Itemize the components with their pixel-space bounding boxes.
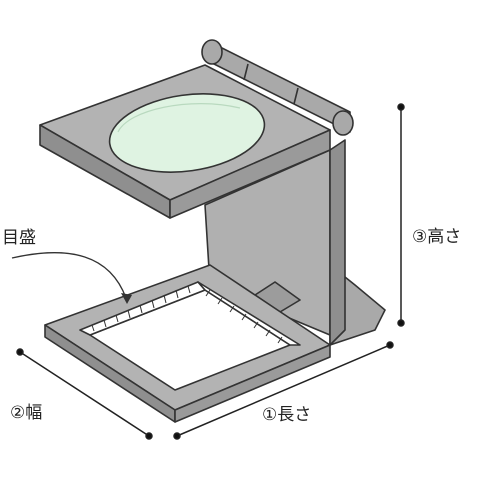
lens xyxy=(108,93,266,173)
scale-pointer-line xyxy=(11,252,127,299)
height-dimension xyxy=(397,103,405,327)
width-label: ②幅 xyxy=(10,403,42,423)
scale-pointer-arrowhead xyxy=(121,293,132,304)
width-dimension xyxy=(16,348,153,440)
hinge-end-right xyxy=(332,110,354,136)
scale-strip-right xyxy=(197,281,301,346)
base-frame-front-right xyxy=(174,344,331,423)
lens-highlight xyxy=(117,102,241,133)
support-plate-edge xyxy=(329,139,346,346)
scale-ticks xyxy=(91,285,283,344)
height-label: ③高さ xyxy=(412,227,461,247)
scale-label: 目盛 xyxy=(2,228,36,248)
length-dimension xyxy=(173,341,394,440)
hinge-end-left xyxy=(201,39,223,65)
lens-plate-front-right xyxy=(169,129,331,219)
length-label: ①長さ xyxy=(262,405,311,425)
